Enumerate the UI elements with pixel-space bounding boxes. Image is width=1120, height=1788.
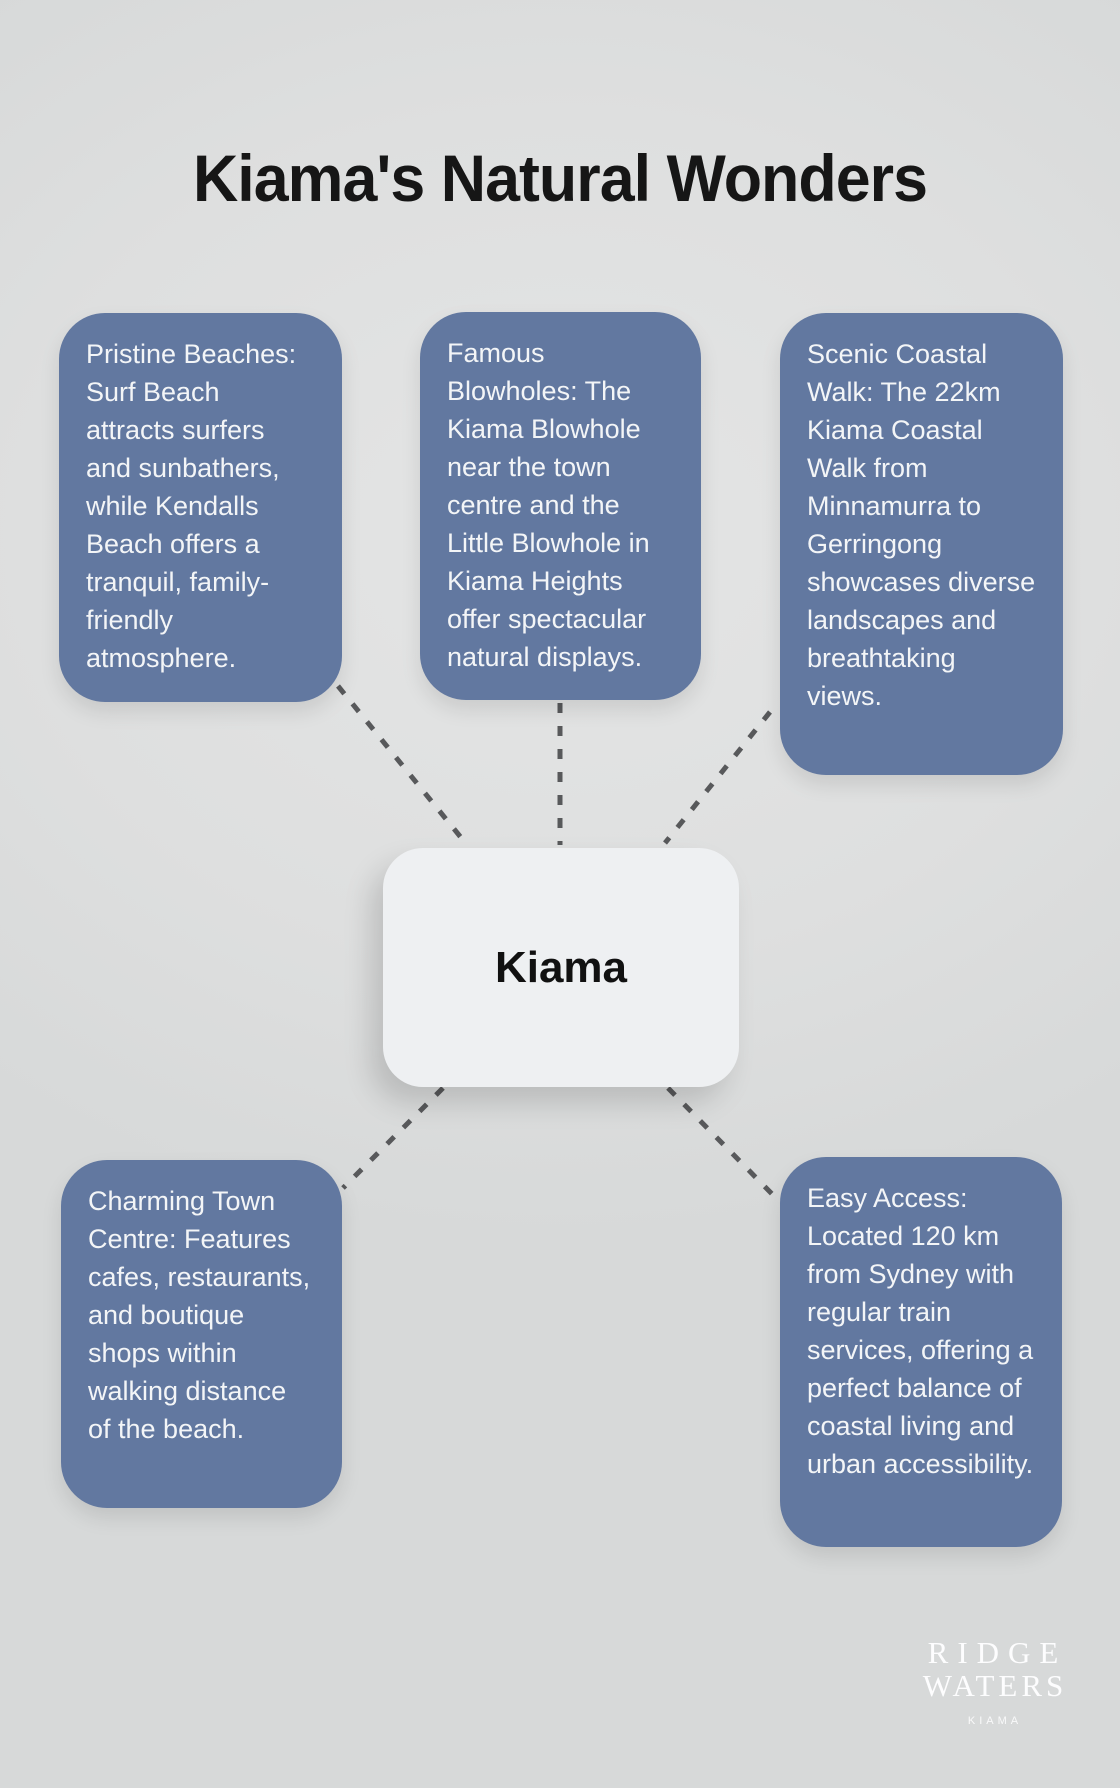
node-charming-town-centre-text: Charming Town Centre: Features cafes, re…: [88, 1186, 311, 1444]
connector-center-to-towncentre: [341, 1086, 445, 1190]
logo-word-waters: WATERS: [922, 1668, 1068, 1703]
page-title: Kiama's Natural Wonders: [192, 141, 928, 216]
node-scenic-coastal-walk-text: Scenic Coastal Walk: The 22km Kiama Coas…: [807, 339, 1036, 711]
node-easy-access-text: Easy Access: Located 120 km from Sydney …: [807, 1183, 1034, 1479]
connector-beaches-to-center: [336, 684, 465, 842]
center-node-kiama: Kiama: [383, 848, 739, 1087]
center-node-label: Kiama: [494, 942, 628, 992]
node-pristine-beaches: Pristine Beaches: Surf Beach attracts su…: [59, 313, 342, 702]
logo-word-ridge: RIDGE: [927, 1635, 1068, 1670]
node-easy-access: Easy Access: Located 120 km from Sydney …: [780, 1157, 1062, 1547]
node-famous-blowholes-text: Famous Blowholes: The Kiama Blowhole nea…: [447, 338, 650, 672]
connector-center-to-easyaccess: [666, 1086, 778, 1200]
node-pristine-beaches-text: Pristine Beaches: Surf Beach attracts su…: [86, 339, 297, 673]
ridge-waters-logo: RIDGE WATERS KIAMA: [858, 1636, 1120, 1727]
logo-word-kiama: KIAMA: [967, 1715, 1023, 1727]
node-charming-town-centre: Charming Town Centre: Features cafes, re…: [61, 1160, 342, 1508]
node-scenic-coastal-walk: Scenic Coastal Walk: The 22km Kiama Coas…: [780, 313, 1063, 775]
connector-coastalwalk-to-center: [663, 710, 772, 845]
node-famous-blowholes: Famous Blowholes: The Kiama Blowhole nea…: [420, 312, 701, 700]
